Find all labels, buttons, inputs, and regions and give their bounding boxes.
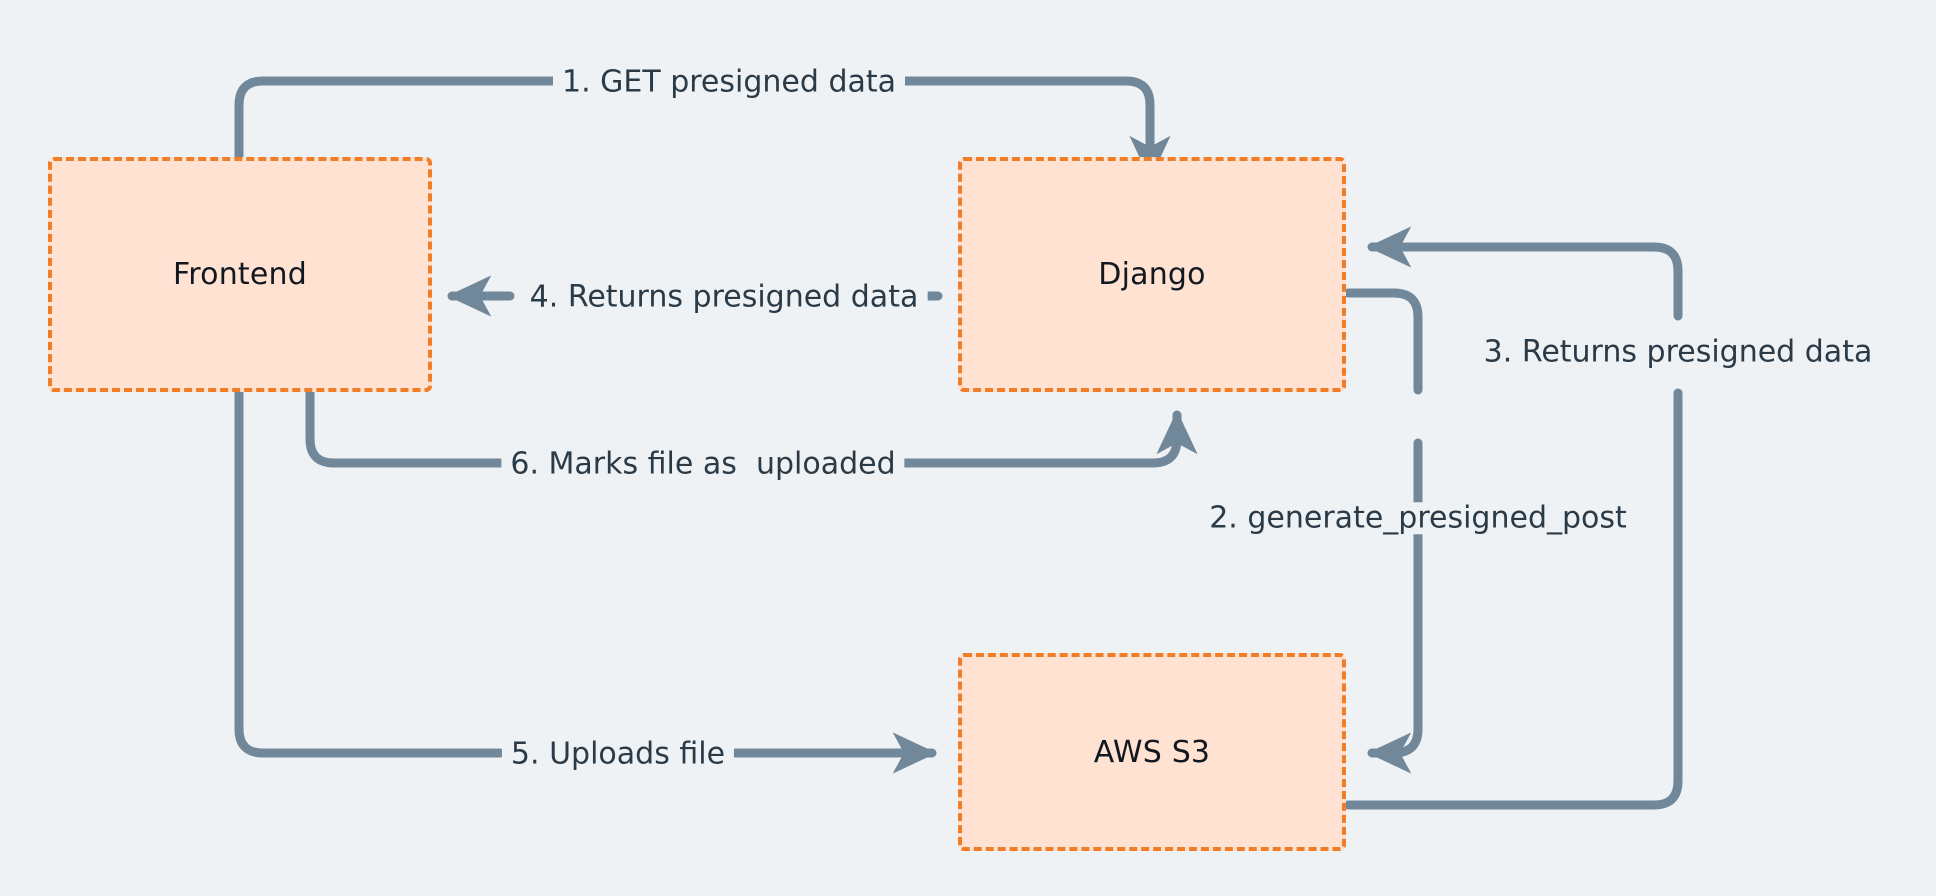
node-django-label: Django: [1098, 257, 1206, 292]
node-aws-s3-label: AWS S3: [1093, 734, 1211, 770]
edge-label-4: 4. Returns presigned data: [520, 281, 928, 313]
edge-5-uploads-file: [234, 387, 937, 774]
edge-6-marks-file-as-uploaded: [305, 387, 1198, 468]
edge-label-6: 6. Marks file as uploaded: [501, 448, 905, 480]
node-frontend[interactable]: Frontend: [48, 157, 432, 392]
edge-label-1: 1. GET presigned data: [552, 66, 906, 98]
edge-3-returns-presigned-data: [1343, 226, 1683, 810]
edge-label-2: 2. generate_presigned_post: [1200, 502, 1636, 534]
edge-2-generate-presigned-post: [1343, 288, 1423, 774]
node-django[interactable]: Django: [958, 157, 1346, 392]
node-aws-s3[interactable]: AWS S3: [958, 653, 1346, 851]
node-frontend-label: Frontend: [173, 257, 307, 292]
edge-1-get-presigned-data: [234, 76, 1171, 397]
edge-label-5: 5. Uploads file: [501, 738, 735, 770]
edge-label-3: 3. Returns presigned data: [1474, 336, 1882, 368]
